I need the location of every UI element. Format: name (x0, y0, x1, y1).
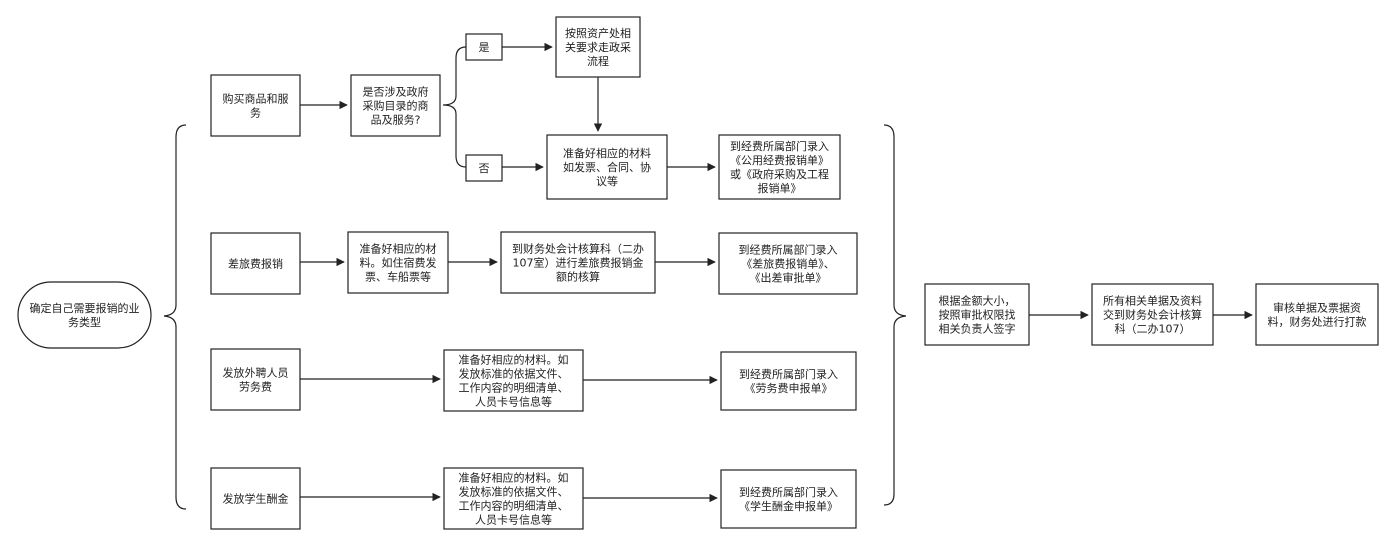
purchase-entry-node-text: 报销单》 (758, 181, 802, 195)
travel-prepare-node-text: 料。如住宿费发 (360, 256, 437, 270)
purchase-entry-node-text: 到经费所属部门录入 (730, 139, 829, 153)
student-pay-entry-node: 到经费所属部门录入《学生酬金申报单》 (720, 469, 857, 529)
payment-node-shape (1255, 283, 1379, 346)
external-staff-entry-node-text: 到经费所属部门录入 (739, 367, 838, 381)
submit-node-shape (1091, 283, 1214, 346)
student-pay-prepare-node-text: 发放标准的依据文件、 (459, 485, 569, 499)
purchase-question-node-text: 是否涉及政府 (363, 85, 429, 99)
travel-category-node-text: 差旅费报销 (228, 257, 283, 271)
travel-entry-node-text: 《出差审批单》 (750, 271, 827, 285)
purchase-prepare-node-text: 如发票、合同、协 (563, 160, 651, 174)
purchase-category-node-text: 务 (250, 107, 261, 120)
travel-entry-node-text: 到经费所属部门录入 (739, 243, 838, 257)
travel-category-node-shape (210, 232, 301, 295)
purchase-entry-node-shape (718, 134, 841, 200)
purchase-prepare-node-text: 准备好相应的材料 (563, 146, 651, 160)
sign-node-text: 根据金额大小， (939, 294, 1016, 308)
travel-entry-node-shape (718, 232, 858, 295)
external-staff-category-node-text: 劳务费 (239, 381, 272, 394)
external-staff-prepare-node-text: 工作内容的明细清单、 (459, 381, 569, 395)
travel-prepare-node-shape (347, 231, 449, 294)
travel-accounting-node-text: 额的核算 (556, 270, 600, 284)
purchase-prepare-node-shape (546, 134, 668, 200)
purchase-question-node-text: 品及服务? (371, 114, 421, 127)
purchase-no-label-shape (465, 154, 503, 182)
purchase-category-node-text: 购买商品和服 (223, 92, 289, 106)
external-staff-category-node-text: 发放外聘人员 (223, 366, 289, 380)
student-pay-category-node: 发放学生酬金 (210, 467, 301, 530)
travel-accounting-node-shape (500, 231, 656, 294)
asset-process-node-text: 流程 (587, 54, 609, 68)
asset-process-node-text: 关要求走政采 (565, 40, 631, 54)
payment-node-text: 审核单据及票据资 (1273, 301, 1361, 315)
student-pay-category-node-shape (210, 467, 301, 530)
purchase-prepare-node-text: 议等 (596, 174, 618, 188)
asset-process-node-shape (555, 16, 641, 78)
external-staff-entry-node-shape (720, 351, 857, 411)
submit-node-text: 所有相关单据及资料 (1103, 294, 1202, 308)
start-node-shape (17, 281, 152, 349)
purchase-entry-node-text: 或《政府采购及工程 (730, 167, 829, 181)
submit-node-text: 科（二办107） (1115, 322, 1191, 336)
student-pay-entry-node-shape (720, 469, 857, 529)
travel-entry-node: 到经费所属部门录入《差旅费报销单》、《出差审批单》 (718, 232, 858, 295)
purchase-yes-label-shape (465, 33, 503, 61)
travel-category-node: 差旅费报销 (210, 232, 301, 295)
external-staff-prepare-node-text: 准备好相应的材料。如 (459, 353, 569, 367)
travel-accounting-node-text: 到财务处会计核算科（二办 (512, 242, 644, 256)
asset-process-node-text: 按照资产处相 (565, 26, 631, 40)
sign-node-text: 相关负责人签字 (939, 322, 1016, 336)
sign-node-shape (924, 283, 1030, 346)
student-pay-prepare-node-text: 人员卡号信息等 (475, 513, 552, 527)
external-staff-prepare-node-text: 发放标准的依据文件、 (459, 367, 569, 381)
merge-brace (883, 124, 907, 506)
external-staff-category-node-shape (210, 348, 301, 411)
travel-accounting-node-text: 107室）进行差旅费报销金 (513, 256, 644, 270)
student-pay-entry-node-text: 《学生酬金申报单》 (739, 499, 838, 513)
category-brace (163, 124, 187, 510)
purchase-category-node-shape (210, 74, 301, 137)
external-staff-prepare-node-text: 人员卡号信息等 (475, 395, 552, 409)
student-pay-category-node-text: 发放学生酬金 (223, 492, 289, 506)
start-node-text: 务类型 (68, 315, 101, 329)
purchase-yes-label: 是 (465, 33, 503, 61)
travel-prepare-node-text: 票、车船票等 (365, 270, 431, 284)
external-staff-entry-node-text: 《劳务费申报单》 (745, 381, 833, 395)
student-pay-prepare-node-text: 准备好相应的材料。如 (459, 471, 569, 485)
purchase-no-label-text: 否 (479, 162, 490, 175)
student-pay-entry-node-text: 到经费所属部门录入 (739, 485, 838, 499)
start-node-text: 确定自己需要报销的业 (30, 301, 140, 315)
purchase-no-label: 否 (465, 154, 503, 182)
purchase-question-node-text: 采购目录的商 (363, 99, 429, 113)
travel-prepare-node-text: 准备好相应的材 (360, 242, 437, 256)
purchase-yes-label-text: 是 (479, 41, 490, 54)
travel-entry-node-text: 《差旅费报销单》、 (741, 257, 835, 271)
external-staff-entry-node: 到经费所属部门录入《劳务费申报单》 (720, 351, 857, 411)
sign-node-text: 按照审批权限找 (939, 308, 1016, 322)
student-pay-prepare-node-text: 工作内容的明细清单、 (459, 499, 569, 513)
purchase-entry-node-text: 《公用经费报销单》 (730, 153, 829, 167)
payment-node-text: 料，财务处进行打款 (1268, 315, 1367, 329)
decision-brace (442, 46, 467, 168)
student-pay-prepare-node-shape (443, 467, 584, 530)
submit-node-text: 交到财务处会计核算 (1103, 308, 1202, 322)
external-staff-prepare-node-shape (443, 349, 584, 412)
purchase-question-node-shape (350, 74, 441, 137)
